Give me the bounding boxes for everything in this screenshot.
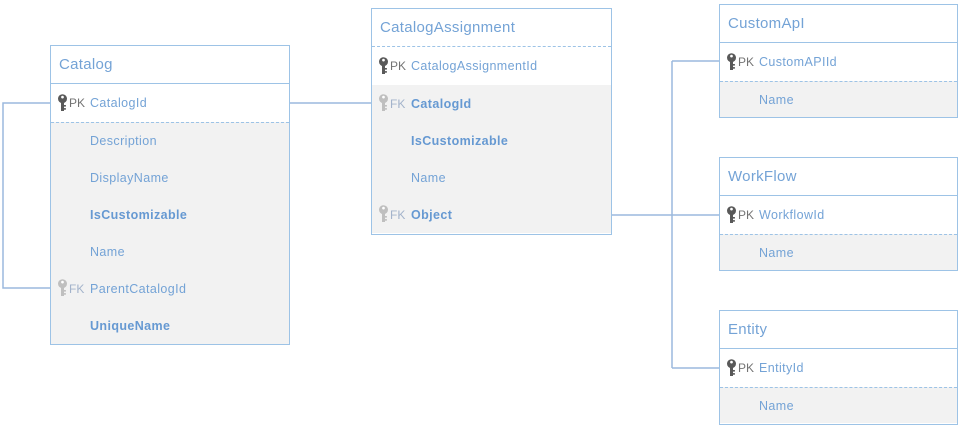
table-catalogassignment-header: CatalogAssignment bbox=[372, 9, 611, 47]
field-name: CustomAPIId bbox=[759, 55, 838, 69]
field-name: IsCustomizable bbox=[90, 208, 188, 223]
key-label: PK bbox=[69, 96, 86, 110]
key-cell: FK bbox=[372, 94, 411, 113]
field-row: Name bbox=[720, 388, 957, 423]
field-row: IsCustomizable bbox=[51, 197, 289, 234]
table-workflow-body-section: Name bbox=[720, 234, 957, 270]
table-title: WorkFlow bbox=[728, 168, 797, 185]
field-row: Name bbox=[372, 159, 611, 196]
table-entity-body-section: Name bbox=[720, 387, 957, 423]
field-name: CatalogAssignmentId bbox=[411, 59, 538, 73]
key-cell: PK bbox=[51, 94, 90, 113]
key-label: FK bbox=[69, 281, 85, 296]
key-label: PK bbox=[738, 208, 755, 222]
field-row: PK CatalogId bbox=[51, 84, 289, 122]
field-name: DisplayName bbox=[90, 171, 169, 186]
field-row: DisplayName bbox=[51, 160, 289, 197]
table-workflow-key-section: PK WorkflowId bbox=[720, 196, 957, 234]
table-customapi-key-section: PK CustomAPIId bbox=[720, 43, 957, 81]
table-entity-header: Entity bbox=[720, 311, 957, 349]
field-name: Name bbox=[759, 398, 794, 413]
field-name: IsCustomizable bbox=[411, 133, 509, 148]
relationship-line-catalog-self bbox=[2, 102, 50, 289]
key-cell: PK bbox=[720, 53, 759, 72]
pk-key-icon bbox=[726, 206, 737, 225]
key-cell: FK bbox=[51, 279, 90, 298]
table-customapi-body-section: Name bbox=[720, 81, 957, 117]
table-catalogassignment[interactable]: CatalogAssignment PK CatalogAssignmentId… bbox=[371, 8, 612, 235]
field-name: WorkflowId bbox=[759, 208, 825, 222]
field-row: PK WorkflowId bbox=[720, 196, 957, 234]
table-entity[interactable]: Entity PK EntityId Name bbox=[719, 310, 958, 425]
table-entity-key-section: PK EntityId bbox=[720, 349, 957, 387]
pk-key-icon bbox=[378, 57, 389, 76]
table-title: CustomApI bbox=[728, 15, 805, 32]
pk-key-icon bbox=[726, 53, 737, 72]
field-name: CatalogId bbox=[411, 96, 472, 111]
field-name: Name bbox=[759, 245, 794, 260]
field-row: FK Object bbox=[372, 196, 611, 233]
table-title: CatalogAssignment bbox=[380, 19, 516, 36]
field-row: Description bbox=[51, 123, 289, 160]
pk-key-icon bbox=[57, 94, 68, 113]
fk-key-icon bbox=[378, 205, 389, 224]
key-cell: FK bbox=[372, 205, 411, 224]
table-workflow[interactable]: WorkFlow PK WorkflowId Name bbox=[719, 157, 958, 271]
field-row: Name bbox=[720, 235, 957, 270]
field-row: Name bbox=[720, 82, 957, 117]
field-row: Name bbox=[51, 233, 289, 270]
key-label: FK bbox=[390, 96, 406, 111]
table-catalog-key-section: PK CatalogId bbox=[51, 84, 289, 122]
field-name: EntityId bbox=[759, 361, 804, 375]
table-customapi[interactable]: CustomApI PK CustomAPIId Name bbox=[719, 4, 958, 118]
table-customapi-header: CustomApI bbox=[720, 5, 957, 43]
table-catalogassignment-body-section: FK CatalogId IsCustomizable Name FK Obje… bbox=[372, 85, 611, 233]
field-row: UniqueName bbox=[51, 307, 289, 344]
field-name: CatalogId bbox=[90, 96, 148, 110]
key-cell: PK bbox=[372, 57, 411, 76]
key-cell: PK bbox=[720, 206, 759, 225]
field-row: PK CatalogAssignmentId bbox=[372, 47, 611, 85]
fk-key-icon bbox=[378, 94, 389, 113]
table-catalogassignment-key-section: PK CatalogAssignmentId bbox=[372, 47, 611, 85]
pk-key-icon bbox=[726, 359, 737, 378]
fk-key-icon bbox=[57, 279, 68, 298]
field-name: ParentCatalogId bbox=[90, 281, 187, 296]
table-title: Entity bbox=[728, 321, 768, 338]
field-row: PK EntityId bbox=[720, 349, 957, 387]
table-catalog-body-section: Description DisplayName IsCustomizable N… bbox=[51, 122, 289, 344]
field-row: PK CustomAPIId bbox=[720, 43, 957, 81]
field-name: Name bbox=[759, 92, 794, 107]
key-label: FK bbox=[390, 207, 406, 222]
field-name: UniqueName bbox=[90, 318, 171, 333]
key-label: PK bbox=[390, 59, 407, 73]
table-title: Catalog bbox=[59, 56, 113, 73]
table-catalog[interactable]: Catalog PK CatalogId Description Display… bbox=[50, 45, 290, 345]
field-row: FK CatalogId bbox=[372, 85, 611, 122]
key-cell: PK bbox=[720, 359, 759, 378]
field-name: Name bbox=[90, 244, 125, 259]
field-name: Description bbox=[90, 134, 157, 149]
key-label: PK bbox=[738, 55, 755, 69]
field-name: Object bbox=[411, 207, 453, 222]
field-name: Name bbox=[411, 170, 446, 185]
table-workflow-header: WorkFlow bbox=[720, 158, 957, 196]
table-catalog-header: Catalog bbox=[51, 46, 289, 84]
field-row: IsCustomizable bbox=[372, 122, 611, 159]
key-label: PK bbox=[738, 361, 755, 375]
field-row: FK ParentCatalogId bbox=[51, 270, 289, 307]
